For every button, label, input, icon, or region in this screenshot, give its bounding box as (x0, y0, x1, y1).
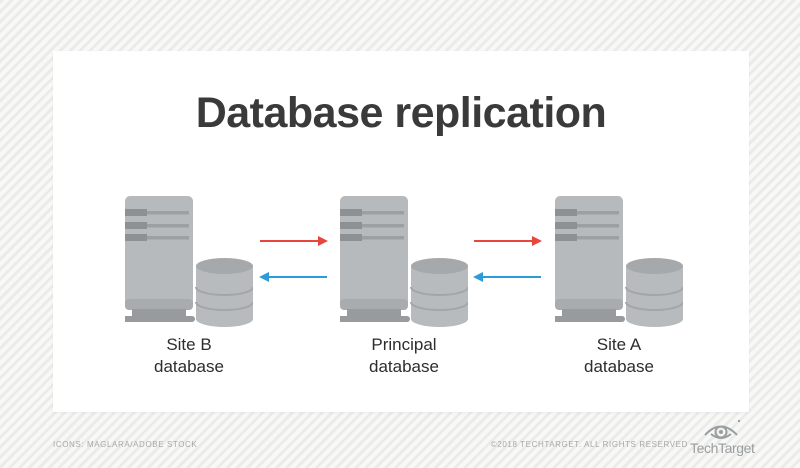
database-cylinder-icon (195, 258, 254, 327)
label-site-b-database: Site B database (101, 334, 277, 378)
database-cylinder-icon (625, 258, 684, 327)
techtarget-logo: TechTarget (690, 417, 755, 456)
node-sublabel: database (369, 357, 439, 376)
server-tower-icon (553, 196, 625, 322)
replication-arrows-right (472, 235, 544, 283)
server-tower-icon (123, 196, 195, 322)
label-principal-database: Principal database (316, 334, 492, 378)
diagram-title: Database replication (195, 89, 607, 137)
node-site-a (553, 196, 684, 327)
techtarget-wordmark: TechTarget (690, 440, 755, 456)
arrow-right-red-icon (260, 236, 328, 246)
node-sublabel: database (154, 357, 224, 376)
server-and-database-icon (553, 196, 684, 327)
arrow-left-blue-icon (473, 272, 541, 282)
node-site-b (123, 196, 254, 327)
label-site-a-database: Site A database (531, 334, 707, 378)
replication-arrows-left (258, 235, 330, 283)
diagram-card: Database replication (53, 51, 749, 412)
node-name: Principal (371, 335, 437, 354)
server-and-database-icon (123, 196, 254, 327)
database-cylinder-icon (410, 258, 469, 327)
node-name: Site A (596, 335, 642, 354)
node-principal (338, 196, 469, 327)
server-tower-icon (338, 196, 410, 322)
icons-credit-text: ICONS: MAGLARA/ADOBE STOCK (53, 440, 198, 449)
techtarget-eye-icon (704, 420, 740, 439)
server-and-database-icon (338, 196, 469, 327)
arrow-left-blue-icon (259, 272, 327, 282)
node-name: Site B (166, 335, 212, 354)
arrow-right-red-icon (474, 236, 542, 246)
node-sublabel: database (584, 357, 654, 376)
copyright-text: ©2018 TECHTARGET. ALL RIGHTS RESERVED (490, 440, 688, 449)
